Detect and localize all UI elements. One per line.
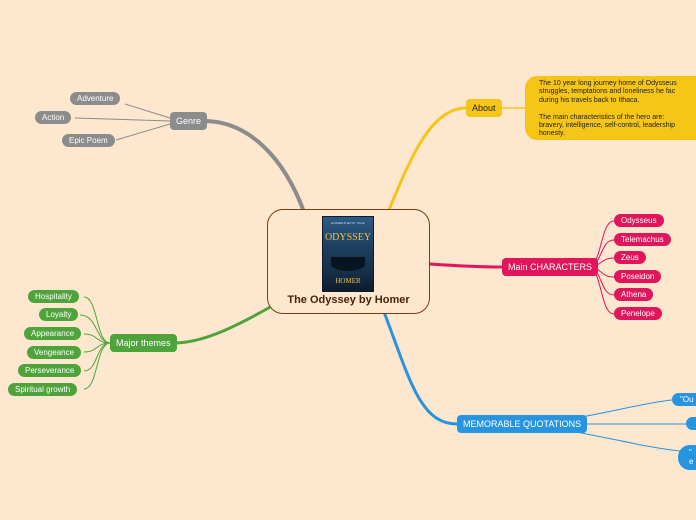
cover-author-text: HOMER (335, 277, 361, 285)
character-athena-node[interactable]: Athena (614, 288, 654, 301)
about-line: The main characteristics of the hero are… (539, 113, 665, 121)
theme-hospitality-node[interactable]: Hospitality (28, 290, 79, 303)
quotation-node-1[interactable]: "Ou (672, 393, 696, 406)
major-themes-node[interactable]: Major themes (110, 334, 177, 352)
theme-loyalty-node[interactable]: Loyalty (39, 308, 79, 321)
quotation-line: e (689, 457, 694, 466)
character-odysseus-node[interactable]: Odysseus (614, 214, 664, 227)
genre-node[interactable]: Genre (170, 112, 208, 130)
about-node[interactable]: About (466, 99, 502, 117)
book-cover-image: HOMERS EPIC TALE ODYSSEY HOMER (323, 217, 373, 291)
genre-adventure-node[interactable]: Adventure (70, 92, 121, 105)
memorable-quotations-node[interactable]: MEMORABLE QUOTATIONS (457, 415, 588, 433)
about-line: during his travels back to Ithaca. (539, 96, 640, 104)
character-zeus-node[interactable]: Zeus (614, 251, 646, 264)
link-genre-epic (115, 123, 171, 141)
character-poseidon-node[interactable]: Poseidon (614, 270, 662, 283)
genre-epic-poem-node[interactable]: Epic Poem (62, 134, 115, 147)
link-genre-adventure (124, 103, 171, 119)
cover-top-text: HOMERS EPIC TALE (331, 221, 365, 225)
main-characters-node[interactable]: Main CHARACTERS (502, 258, 599, 276)
link-theme-1 (83, 296, 111, 344)
character-telemachus-node[interactable]: Telemachus (614, 233, 671, 246)
about-description[interactable]: The 10 year long journey home of Odysseu… (525, 76, 696, 140)
about-line: honesty. (539, 130, 565, 138)
theme-appearance-node[interactable]: Appearance (24, 327, 82, 340)
theme-spiritual-growth-node[interactable]: Spiritual growth (8, 383, 78, 396)
genre-action-node[interactable]: Action (35, 111, 72, 124)
cover-ship-silhouette (331, 257, 365, 271)
link-about (386, 106, 467, 213)
link-characters (429, 262, 503, 269)
link-quote-1 (575, 399, 673, 419)
link-genre (203, 119, 306, 213)
link-theme-6 (83, 342, 111, 390)
quotation-line: " (689, 448, 692, 457)
quotation-node-3[interactable]: "e (678, 445, 696, 470)
link-quotations (382, 311, 458, 426)
central-topic-title: The Odyssey by Homer (287, 294, 410, 306)
cover-title-text: ODYSSEY (324, 232, 372, 243)
link-themes (173, 304, 273, 345)
theme-vengeance-node[interactable]: Vengeance (27, 346, 82, 359)
about-line: bravery, intelligence, self-control, lea… (539, 122, 676, 130)
link-genre-action (74, 117, 171, 122)
about-line: struggles, temptations and loneliness he… (539, 88, 676, 96)
quotation-node-2[interactable] (686, 417, 696, 430)
character-penelope-node[interactable]: Penelope (614, 307, 662, 320)
link-theme-2 (79, 314, 111, 344)
theme-perseverance-node[interactable]: Perseverance (18, 364, 82, 377)
about-line: The 10 year long journey home of Odysseu… (539, 80, 677, 87)
link-quote-3 (575, 431, 681, 452)
